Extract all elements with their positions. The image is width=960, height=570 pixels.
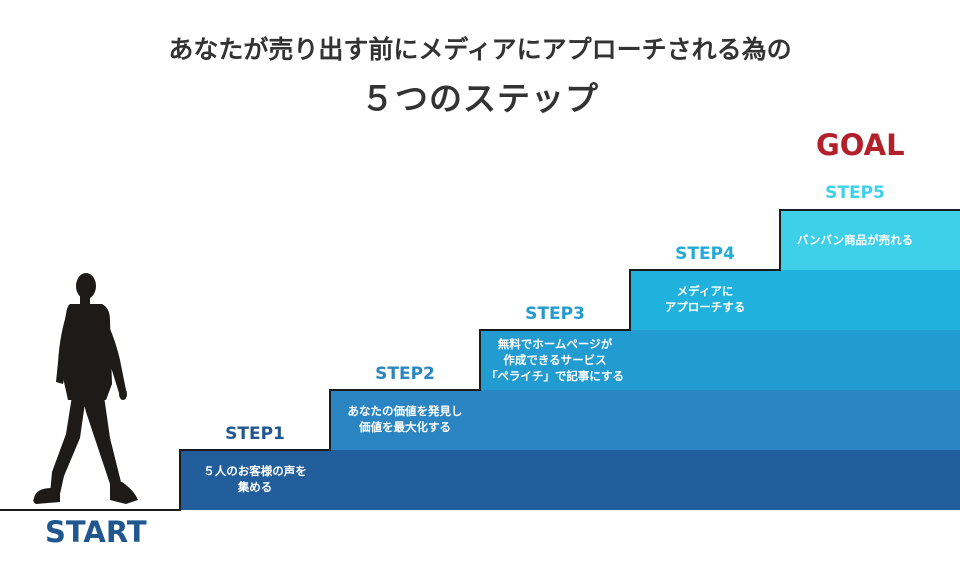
step4-description-line-2: アプローチする bbox=[664, 300, 746, 314]
step5-band bbox=[780, 210, 960, 270]
step5-description-line-1: バンバン商品が売れる bbox=[796, 233, 914, 247]
step1-band bbox=[180, 450, 960, 510]
walking-businessman-silhouette-icon bbox=[33, 273, 138, 504]
step3-band bbox=[480, 330, 960, 390]
step1-description: ５人のお客様の声を 集める bbox=[180, 463, 330, 495]
step5-description: バンバン商品が売れる bbox=[780, 232, 930, 248]
step4-band bbox=[630, 270, 960, 330]
step3-description-line-3: 「ペライチ」で記事にする bbox=[485, 369, 625, 383]
step2-band bbox=[330, 390, 960, 450]
step4-label: STEP4 bbox=[675, 244, 735, 264]
step5-label: STEP5 bbox=[825, 183, 885, 203]
step1-description-line-2: 集める bbox=[237, 480, 273, 494]
step2-description: あなたの価値を発見し 価値を最大化する bbox=[330, 403, 480, 435]
goal-label: GOAL bbox=[816, 128, 905, 162]
start-label: START bbox=[45, 515, 147, 549]
headline-line-2: ５つのステップ bbox=[361, 79, 599, 118]
step2-description-line-2: 価値を最大化する bbox=[359, 420, 451, 434]
step3-description-line-1: 無料でホームページが bbox=[497, 337, 613, 351]
step4-description-line-1: メディアに bbox=[676, 284, 734, 298]
step3-label: STEP3 bbox=[525, 304, 585, 324]
step1-description-line-1: ５人のお客様の声を bbox=[203, 464, 307, 478]
step2-description-line-1: あなたの価値を発見し bbox=[347, 404, 463, 418]
step4-description: メディアに アプローチする bbox=[630, 283, 780, 315]
step3-description-line-2: 作成できるサービス bbox=[503, 353, 607, 367]
step1-label: STEP1 bbox=[225, 424, 285, 444]
step3-description: 無料でホームページが 作成できるサービス 「ペライチ」で記事にする bbox=[480, 336, 630, 384]
headline-line-1: あなたが売り出す前にメディアにアプローチされる為の bbox=[168, 35, 792, 64]
step2-label: STEP2 bbox=[375, 364, 435, 384]
